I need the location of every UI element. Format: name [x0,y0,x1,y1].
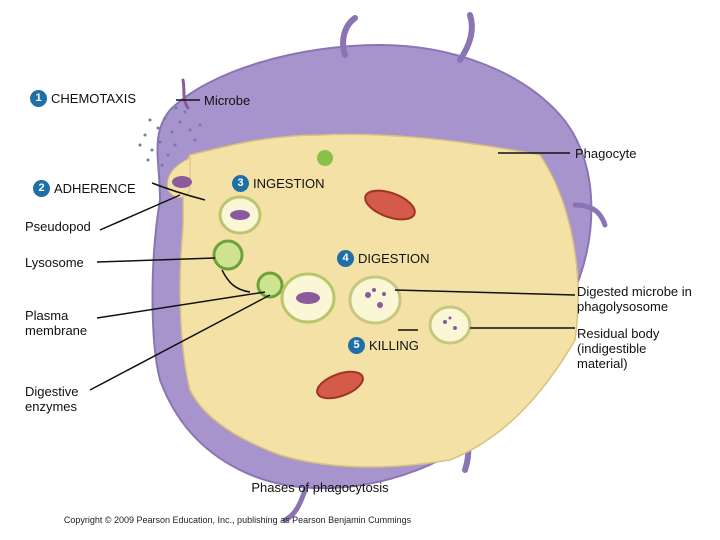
step-label: KILLING [369,338,419,353]
microbe-label: Microbe [204,93,251,108]
mitochondrion [316,370,364,400]
step-chemotaxis: 1 CHEMOTAXIS [30,90,136,107]
step-killing: 5 KILLING [348,337,419,354]
step-label: INGESTION [253,176,325,191]
lysosome-shape [256,271,284,299]
digesting-microbe [296,292,320,304]
step-adherence: 2 ADHERENCE [33,180,136,197]
lysosome-shape [212,239,244,271]
step-label: ADHERENCE [54,181,136,196]
membrane-projection [457,12,475,63]
step-number-badge: 2 [33,180,50,197]
membrane-projection [572,202,608,228]
digested-microbe-label: Digested microbe in phagolysosome [577,284,692,314]
digestive-enzymes-label: Digestive enzymes [25,384,79,414]
pseudopod-label: Pseudopod [25,219,91,234]
step-label: DIGESTION [358,251,430,266]
membrane-projection [340,15,358,58]
digested-phagolysosome [348,275,402,325]
vesicle [317,150,333,166]
membrane-projection [282,487,308,523]
plasma-membrane-label: Plasma membrane [25,308,88,338]
copyright-notice: Copyright © 2009 Pearson Education, Inc.… [63,515,412,525]
residual-body-label: Residual body (indigestible material) [577,326,660,371]
microbe-shape [181,78,190,110]
adhering-microbe [172,176,192,188]
step-number-badge: 4 [337,250,354,267]
step-digestion: 4 DIGESTION [337,250,430,267]
step-number-badge: 5 [348,337,365,354]
figure-caption: Phases of phagocytosis [251,480,389,495]
mitochondrion [364,189,416,221]
phagocyte-label: Phagocyte [575,146,637,161]
step-number-badge: 3 [232,175,249,192]
lysosome-label: Lysosome [25,255,84,270]
chemotaxis-particles [138,106,202,167]
step-label: CHEMOTAXIS [51,91,136,106]
step-number-badge: 1 [30,90,47,107]
leader-lines [89,99,576,391]
ingested-microbe [230,210,250,220]
residual-body-shape [428,305,472,345]
step-ingestion: 3 INGESTION [232,175,325,192]
